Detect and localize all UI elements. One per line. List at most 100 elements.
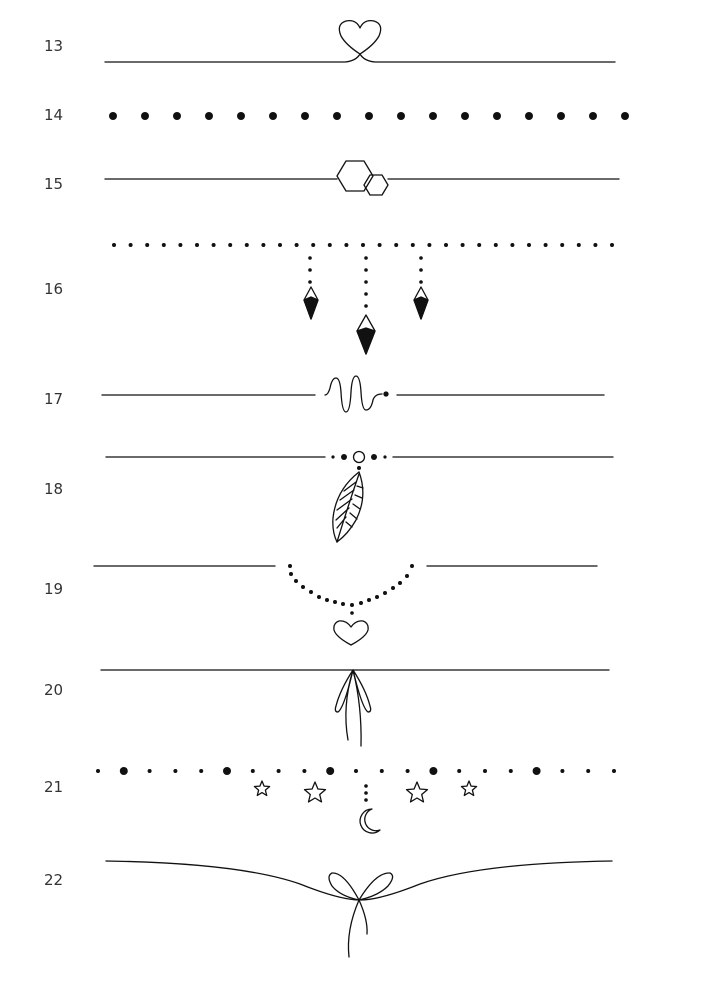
dot <box>510 243 515 247</box>
dot <box>326 767 335 775</box>
dot <box>493 112 501 120</box>
divider-number-20: 20 <box>44 681 64 699</box>
dot <box>211 243 216 247</box>
dot <box>364 798 368 802</box>
dot <box>419 268 423 272</box>
divider-number-19: 19 <box>44 580 64 598</box>
heart-loop-icon <box>104 20 616 63</box>
dot <box>361 243 365 247</box>
dot <box>228 243 233 247</box>
dot <box>419 256 423 260</box>
dot <box>173 112 181 120</box>
dot <box>560 769 565 773</box>
dot <box>308 280 312 284</box>
dot <box>576 243 581 247</box>
dot <box>308 256 312 260</box>
dot <box>269 112 277 120</box>
divider-number-13: 13 <box>44 37 64 55</box>
dot <box>364 268 368 272</box>
hexagons-icon <box>104 160 620 196</box>
dot <box>586 769 591 773</box>
star-icon <box>253 780 271 797</box>
dot <box>325 598 329 602</box>
dot <box>379 769 384 773</box>
dot <box>244 243 249 247</box>
dot <box>461 112 469 120</box>
dot <box>333 600 337 604</box>
dot <box>147 769 152 773</box>
dot <box>398 581 402 585</box>
divider-number-21: 21 <box>44 778 64 796</box>
dot <box>223 767 231 775</box>
dot <box>557 112 565 120</box>
dot <box>301 585 305 589</box>
dot <box>350 611 354 615</box>
wave-squiggle-icon <box>101 375 605 413</box>
dot <box>199 769 204 773</box>
dot <box>365 112 373 120</box>
stars-moon-icon <box>96 767 616 802</box>
dot <box>397 112 405 120</box>
star-icon <box>405 781 429 803</box>
dot <box>527 243 531 247</box>
dot <box>128 243 133 247</box>
dot <box>612 769 616 773</box>
dot <box>302 769 307 773</box>
dot <box>391 586 395 590</box>
dot-row-icon <box>109 112 629 120</box>
moon-icon <box>359 808 381 834</box>
dotted-heart-necklace-icon <box>93 564 598 646</box>
dot <box>161 243 166 247</box>
dot <box>205 112 213 120</box>
dot <box>301 112 309 120</box>
dot <box>429 767 438 775</box>
divider-number-15: 15 <box>44 175 64 193</box>
dot <box>309 590 313 594</box>
dot <box>364 256 368 260</box>
dot <box>359 601 363 605</box>
dot <box>250 769 255 773</box>
dot <box>96 769 100 773</box>
dot <box>278 243 282 247</box>
dot <box>419 280 423 284</box>
dot <box>444 243 448 247</box>
dot <box>311 243 316 247</box>
dot <box>508 769 513 773</box>
dot <box>560 243 565 247</box>
dot <box>109 112 117 120</box>
dot <box>308 268 312 272</box>
dot <box>317 595 321 599</box>
dot <box>405 574 409 578</box>
dot <box>289 572 293 576</box>
dot <box>237 112 245 120</box>
dot <box>141 112 149 120</box>
dot <box>410 564 414 568</box>
dot <box>333 112 341 120</box>
ribbon-bow-icon <box>100 669 610 747</box>
divider-number-18: 18 <box>44 480 64 498</box>
dot <box>294 243 299 247</box>
dot <box>112 243 116 247</box>
dot <box>405 769 410 773</box>
dot <box>610 243 614 247</box>
dot <box>375 595 379 599</box>
dot <box>364 304 368 308</box>
dot <box>589 112 597 120</box>
crystal-icon <box>303 286 429 355</box>
dot <box>383 591 387 595</box>
dot <box>145 243 150 247</box>
dot <box>477 243 482 247</box>
dot <box>394 243 399 247</box>
dot <box>178 243 183 247</box>
crystal-pendants-icon <box>112 243 614 308</box>
dot <box>457 769 462 773</box>
dot <box>327 243 332 247</box>
dot <box>543 243 548 247</box>
divider-number-17: 17 <box>44 390 64 408</box>
dot <box>429 112 437 120</box>
divider-number-16: 16 <box>44 280 64 298</box>
dot <box>364 292 368 296</box>
dot <box>261 243 266 247</box>
